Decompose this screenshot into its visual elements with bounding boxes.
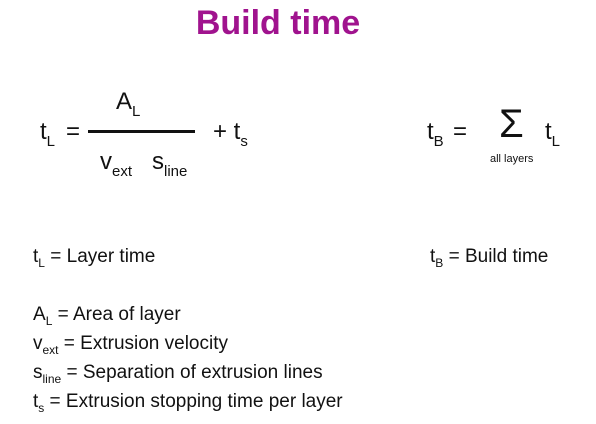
fraction-denominator-s: sline — [152, 148, 187, 180]
subscript-B: B — [433, 133, 444, 150]
summation-term: tL — [545, 118, 560, 150]
summation-subscript: all layers — [490, 153, 534, 165]
def-symbol: s — [33, 362, 43, 383]
symbol-A: A — [116, 88, 133, 115]
symbol-t: t — [545, 118, 552, 145]
definition-separation: sline = Separation of extrusion lines — [33, 362, 323, 386]
fraction-numerator: AL — [116, 88, 140, 120]
def-subscript: ext — [42, 343, 59, 357]
def-text: = Layer time — [44, 246, 156, 267]
fraction-denominator-v: vext — [100, 148, 132, 180]
def-text: = Build time — [443, 246, 549, 267]
symbol-t: t — [427, 118, 434, 145]
subscript-L: L — [551, 133, 561, 150]
symbol-s: s — [152, 148, 164, 175]
subscript-line: line — [164, 163, 188, 180]
page-title: Build time — [195, 4, 361, 42]
def-symbol: A — [33, 304, 46, 325]
def-text: = Extrusion stopping time per layer — [44, 391, 343, 412]
def-subscript: s — [38, 401, 45, 415]
definition-area: AL = Area of layer — [33, 304, 181, 328]
equals-sign: = — [66, 118, 81, 145]
def-subscript: L — [38, 256, 45, 270]
def-symbol: t — [33, 246, 39, 267]
equals-sign: = — [453, 118, 468, 145]
fraction-bar — [88, 130, 195, 133]
def-text: = Extrusion velocity — [58, 333, 229, 354]
subscript-L: L — [46, 133, 56, 150]
definition-build-time: tB = Build time — [430, 246, 549, 270]
symbol-t: t — [40, 118, 47, 145]
subscript-s: s — [240, 133, 248, 150]
definition-layer-time: tL = Layer time — [33, 246, 156, 270]
symbol-v: v — [100, 148, 112, 175]
definition-velocity: vext = Extrusion velocity — [33, 333, 229, 357]
def-symbol: v — [33, 333, 43, 354]
definition-stop-time: ts = Extrusion stopping time per layer — [33, 391, 343, 415]
def-text: = Area of layer — [52, 304, 181, 325]
subscript-ext: ext — [112, 163, 133, 180]
def-subscript: line — [42, 372, 62, 386]
def-subscript: L — [45, 314, 53, 328]
def-symbol: t — [33, 391, 39, 412]
summation-sigma: Σ — [499, 102, 524, 146]
def-symbol: t — [430, 246, 436, 267]
def-text: = Separation of extrusion lines — [61, 362, 323, 383]
plus-t: + t — [213, 118, 241, 145]
subscript-L: L — [132, 103, 141, 120]
plus-term: + ts — [213, 118, 248, 150]
formula-build-lhs: tB — [427, 118, 444, 150]
def-subscript: B — [435, 256, 444, 270]
formula-layer-lhs: tL — [40, 118, 55, 150]
